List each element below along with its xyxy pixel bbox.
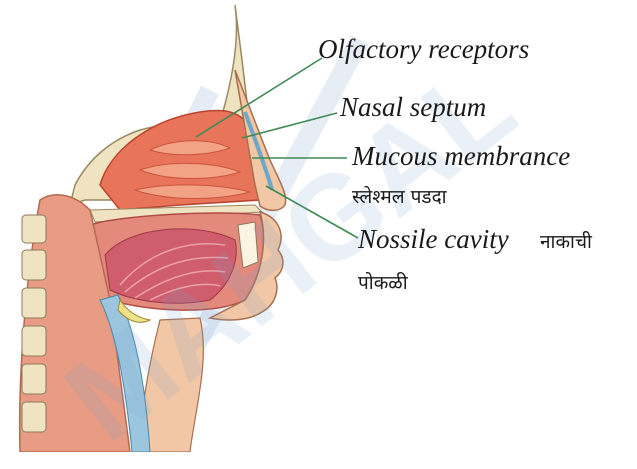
- label-nasal-septum: Nasal septum: [340, 94, 486, 121]
- label-nossile-cavity: Nossile cavity: [358, 226, 509, 253]
- label-olfactory-receptors: Olfactory receptors: [318, 36, 529, 63]
- label-nossile-cavity-marathi-2: पोकळी: [358, 274, 408, 293]
- label-mucous-membrance: Mucous membrance: [352, 143, 570, 170]
- label-mucous-membrance-marathi: स्लेश्मल पडदा: [352, 188, 447, 207]
- label-nossile-cavity-marathi-1: नाकाची: [540, 233, 592, 252]
